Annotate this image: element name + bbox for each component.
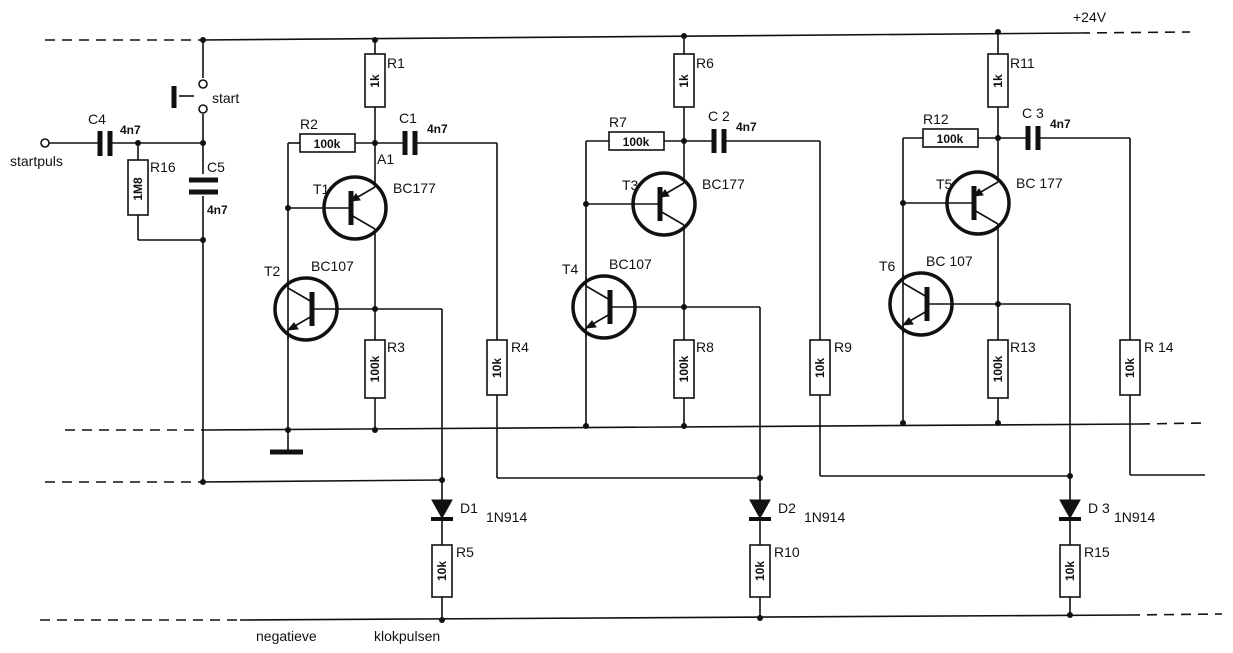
- diode-type: 1N914: [1114, 509, 1155, 525]
- pnp-transistor: [947, 172, 1009, 234]
- load-resistor-label: R8: [696, 339, 714, 355]
- c4-label: C4: [88, 111, 106, 127]
- output-resistor-label: R4: [511, 339, 529, 355]
- diode: [431, 499, 453, 520]
- collector-resistor-label: R6: [696, 55, 714, 71]
- diode: [1059, 499, 1081, 520]
- coupling-capacitor-label: C 3: [1022, 105, 1044, 121]
- r16-value: 1M8: [131, 177, 145, 201]
- npn-transistor-type: BC107: [609, 256, 652, 272]
- startpuls-label: startpuls: [10, 153, 63, 169]
- output-resistor-label: R9: [834, 339, 852, 355]
- load-resistor-value: 100k: [677, 355, 691, 382]
- feedback-resistor-label: R12: [923, 111, 949, 127]
- node-a1-label: A1: [377, 151, 394, 167]
- diode-label: D1: [460, 500, 478, 516]
- caption-left: negatieve: [256, 628, 317, 644]
- pnp-transistor-label: T3: [622, 177, 639, 193]
- collector-resistor-value: 1k: [991, 74, 1005, 88]
- coupling-capacitor-label: C1: [399, 110, 417, 126]
- diode-resistor-value: 10k: [753, 561, 767, 581]
- feedback-resistor-value: 100k: [623, 135, 650, 149]
- c4-value: 4n7: [120, 123, 141, 137]
- output-rail: [40, 613, 1223, 621]
- npn-transistor-label: T2: [264, 263, 281, 279]
- npn-transistor-type: BC107: [311, 258, 354, 274]
- npn-transistor-label: T6: [879, 258, 896, 274]
- diode-label: D 3: [1088, 500, 1110, 516]
- npn-transistor-label: T4: [562, 261, 579, 277]
- pnp-transistor-type: BC177: [393, 180, 436, 196]
- output-resistor-value: 10k: [1123, 358, 1137, 378]
- feedback-resistor-value: 100k: [937, 132, 964, 146]
- diode: [749, 499, 771, 520]
- load-resistor-label: R3: [387, 339, 405, 355]
- load-resistor-label: R13: [1010, 339, 1036, 355]
- coupling-capacitor-value: 4n7: [1050, 117, 1071, 131]
- output-resistor-value: 10k: [490, 358, 504, 378]
- pnp-transistor-type: BC 177: [1016, 175, 1063, 191]
- load-resistor-value: 100k: [991, 355, 1005, 382]
- output-resistor-value: 10k: [813, 358, 827, 378]
- npn-transistor: [275, 278, 342, 340]
- feedback-resistor-label: R7: [609, 114, 627, 130]
- c5-value: 4n7: [207, 203, 228, 217]
- diode-resistor-value: 10k: [1063, 561, 1077, 581]
- pnp-transistor-label: T1: [313, 181, 330, 197]
- ground-rail: [65, 422, 1206, 431]
- start-switch-label: start: [212, 90, 239, 106]
- supply-label: +24V: [1073, 9, 1107, 25]
- pnp-transistor: [324, 177, 386, 239]
- pnp-transistor: [633, 173, 695, 235]
- load-resistor-value: 100k: [368, 355, 382, 382]
- collector-resistor-value: 1k: [368, 74, 382, 88]
- collector-resistor-label: R11: [1010, 55, 1035, 71]
- diode-resistor-value: 10k: [435, 561, 449, 581]
- coupling-capacitor-value: 4n7: [427, 122, 448, 136]
- diode-resistor-label: R5: [456, 544, 474, 560]
- npn-transistor-type: BC 107: [926, 253, 973, 269]
- output-resistor-label: R 14: [1144, 339, 1174, 355]
- caption-right: klokpulsen: [374, 628, 440, 644]
- npn-transistor: [890, 273, 957, 335]
- coupling-capacitor-value: 4n7: [736, 120, 757, 134]
- supply-rail: [45, 31, 1191, 41]
- diode-type: 1N914: [804, 509, 845, 525]
- feedback-resistor-label: R2: [300, 116, 318, 132]
- collector-resistor-label: R1: [387, 55, 405, 71]
- feedback-resistor-value: 100k: [314, 137, 341, 151]
- diode-label: D2: [778, 500, 796, 516]
- r16-label: R16: [150, 159, 176, 175]
- c5-label: C5: [207, 159, 225, 175]
- pnp-transistor-label: T5: [936, 176, 953, 192]
- coupling-capacitor-label: C 2: [708, 108, 730, 124]
- npn-transistor: [573, 276, 640, 338]
- diode-type: 1N914: [486, 509, 527, 525]
- diode-resistor-label: R10: [774, 544, 800, 560]
- diode-resistor-label: R15: [1084, 544, 1110, 560]
- pnp-transistor-type: BC177: [702, 176, 745, 192]
- collector-resistor-value: 1k: [677, 74, 691, 88]
- startpuls-terminal: [40, 138, 50, 148]
- clock-rail: [45, 479, 443, 483]
